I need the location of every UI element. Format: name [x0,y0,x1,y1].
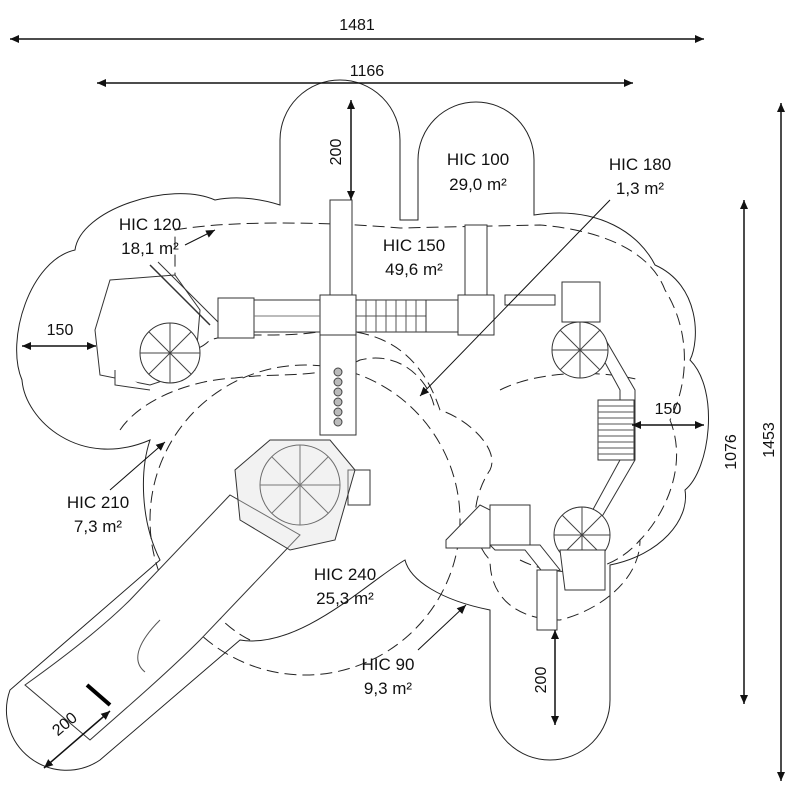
tower-platform [319,294,357,336]
tower-platform [217,297,255,339]
label-hic210-area: 7,3 m² [74,517,123,536]
label-hic240-height: HIC 240 [314,565,376,584]
dim-inner-height: 1076 [723,434,740,470]
tower-platform [457,294,495,336]
label-hic150-height: HIC 150 [383,236,445,255]
label-hic210-height: HIC 210 [67,493,129,512]
panel [347,469,371,506]
dim-inner-width: 1166 [350,63,385,80]
tower-post [329,199,353,301]
dim-overall-width: 1481 [339,17,375,34]
label-hic120-area: 18,1 m² [121,239,179,258]
tower-platform [489,504,531,546]
label-hic90-area: 9,3 m² [364,679,413,698]
bridge-section [425,299,459,333]
label-hic240-area: 25,3 m² [316,589,374,608]
label-hic180-height: HIC 180 [609,155,671,174]
label-hic180-area: 1,3 m² [616,179,665,198]
dim-overall-height: 1453 [761,422,778,458]
label-hic150-area: 49,6 m² [385,260,443,279]
leader-lines [109,199,611,651]
dim-margin-left: 150 [47,322,74,339]
dim-margin-top: 200 [328,139,345,166]
tower-post [536,569,558,631]
tower-post [464,224,488,301]
label-hic90-height: HIC 90 [362,655,415,674]
label-hic100-area: 29,0 m² [449,175,507,194]
ramp [445,504,491,549]
play-equipment [24,199,636,741]
impact-area-hic240 [149,364,461,676]
label-hic100-height: HIC 100 [447,150,509,169]
dimension-lines [10,35,785,781]
dim-margin-right: 150 [655,401,682,418]
dim-margin-bottom: 200 [533,667,550,694]
label-hic120-height: HIC 120 [119,215,181,234]
